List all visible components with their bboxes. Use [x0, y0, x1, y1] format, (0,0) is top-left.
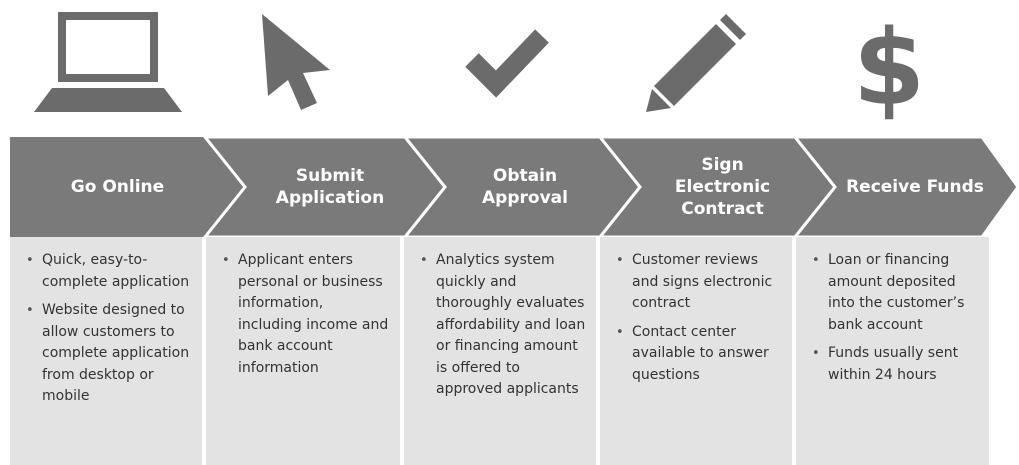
bullet-item: Contact center available to answer quest…	[612, 322, 782, 387]
chevron-receive-funds	[793, 137, 1019, 237]
bullet-list: Applicant enters personal or business in…	[218, 250, 390, 379]
details-column-sign-electronic-contract: Customer reviews and signs electronic co…	[600, 237, 792, 465]
bullet-list: Loan or financing amount deposited into …	[808, 250, 979, 386]
details-column-submit-application: Applicant enters personal or business in…	[206, 237, 400, 465]
step-title-submit-application: Submit Application	[275, 166, 385, 208]
details-column-obtain-approval: Analytics system quickly and thoroughly …	[404, 237, 596, 465]
bullet-item: Website designed to allow customers to c…	[22, 300, 192, 408]
step-title-sign-electronic-contract: Sign Electronic Contract	[674, 155, 771, 219]
dollar-sign-icon: $	[853, 7, 925, 129]
chevron-obtain-approval	[403, 137, 642, 237]
bullet-list: Analytics system quickly and thoroughly …	[416, 250, 586, 401]
laptop-icon	[34, 12, 182, 112]
details-column-receive-funds: Loan or financing amount deposited into …	[796, 237, 989, 465]
pencil-icon	[646, 14, 746, 112]
bullet-item: Applicant enters personal or business in…	[218, 250, 390, 379]
details-column-go-online: Quick, easy-to-complete application Webs…	[10, 237, 202, 465]
chevron-band	[10, 137, 1019, 237]
step-title-go-online: Go Online	[70, 177, 165, 197]
chevron-sign-contract	[598, 137, 837, 237]
icons-row: $	[34, 7, 925, 129]
chevron-go-online	[10, 137, 245, 237]
checkmark-icon	[465, 29, 549, 98]
bullet-item: Funds usually sent within 24 hours	[808, 343, 979, 386]
bullet-list: Quick, easy-to-complete application Webs…	[22, 250, 192, 408]
bullet-item: Customer reviews and signs electronic co…	[612, 250, 782, 315]
bullet-item: Loan or financing amount deposited into …	[808, 250, 979, 336]
bullet-item: Analytics system quickly and thoroughly …	[416, 250, 586, 401]
step-title-receive-funds: Receive Funds	[846, 177, 984, 197]
bullet-list: Customer reviews and signs electronic co…	[612, 250, 782, 386]
cursor-arrow-icon	[262, 14, 330, 110]
chevron-submit-application	[203, 137, 447, 237]
bullet-item: Quick, easy-to-complete application	[22, 250, 192, 293]
step-title-obtain-approval: Obtain Approval	[482, 166, 568, 208]
